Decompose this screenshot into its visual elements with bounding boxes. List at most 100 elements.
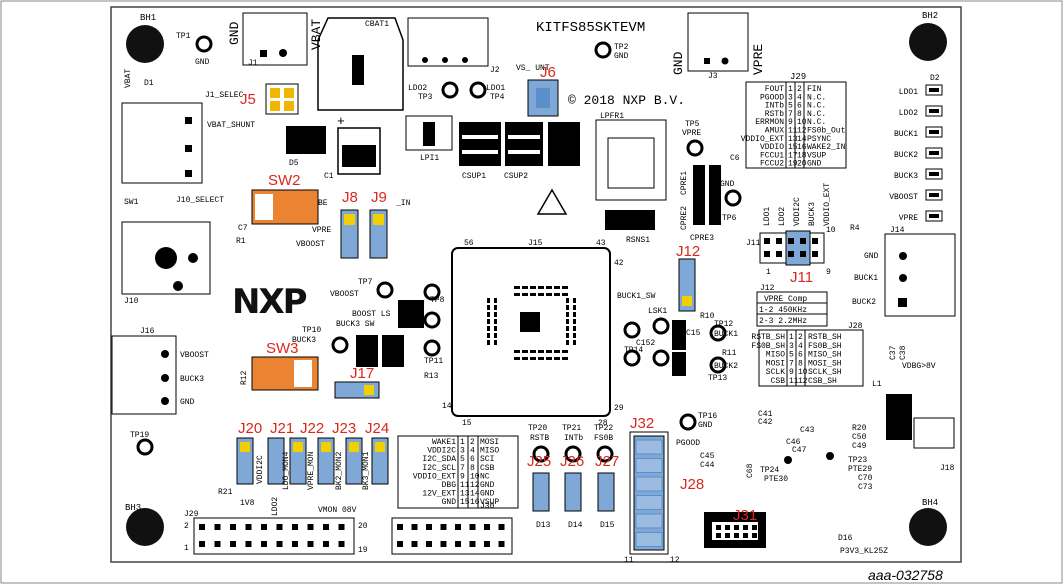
svg-text:BUCK3: BUCK3 <box>180 375 204 384</box>
svg-text:CPRE3: CPRE3 <box>690 234 714 243</box>
j28-left-signal: SCLK <box>766 368 785 377</box>
svg-text:BUCK1: BUCK1 <box>714 330 738 339</box>
led-icon <box>925 126 943 138</box>
svg-text:TP3: TP3 <box>418 93 433 102</box>
svg-text:R21: R21 <box>218 488 233 497</box>
esd-warning-icon <box>536 188 568 215</box>
svg-text:GND: GND <box>864 252 879 261</box>
j11-column-label: LDO2 <box>778 207 787 226</box>
j28-pin-l: 3 <box>789 342 794 351</box>
j29-right-signal: N.C. <box>807 102 826 111</box>
boost-inductor <box>398 300 424 328</box>
d5-diode <box>286 126 326 154</box>
svg-text:LDO2: LDO2 <box>271 497 280 516</box>
bh1-label: BH1 <box>140 13 156 23</box>
j29-pin-l: 19 <box>788 160 798 169</box>
j30-left-signal: 12V_EXT <box>422 490 456 499</box>
j32-callout: J32 <box>630 415 654 432</box>
svg-text:12: 12 <box>670 556 680 565</box>
j3-label: J3 <box>708 72 718 81</box>
svg-text:VBOOST: VBOOST <box>330 290 359 299</box>
j30-left-signal: I2C_SCL <box>422 464 456 473</box>
j31-callout: J31 <box>733 507 757 524</box>
cbat1-label: CBAT1 <box>365 20 389 29</box>
j29-pin-l: 7 <box>788 110 793 119</box>
j29-pin-r: 12 <box>797 127 807 136</box>
j30-right-signal: MOSI <box>480 438 499 447</box>
led-icon <box>925 84 943 96</box>
svg-text:P3V3_KL25Z: P3V3_KL25Z <box>840 547 888 556</box>
svg-text:BUCK2: BUCK2 <box>852 298 876 307</box>
svg-text:GND: GND <box>720 180 735 189</box>
j24-callout: J24 <box>365 420 389 437</box>
j29-pin-r: 4 <box>797 93 802 102</box>
svg-text:VDDI2C: VDDI2C <box>256 455 265 484</box>
svg-text:C73: C73 <box>858 483 873 492</box>
j29-right-signal: WAKE2_IN <box>807 143 846 152</box>
j1-selec-label: J1_SELEC <box>205 91 244 100</box>
svg-text:D15: D15 <box>600 521 615 530</box>
sw1-switch <box>121 102 203 184</box>
j29-left-signal: ERRMON <box>755 118 784 127</box>
svg-text:J11: J11 <box>746 239 761 248</box>
svg-text:TP5: TP5 <box>685 120 700 129</box>
j30-pin-r: 4 <box>470 447 475 456</box>
j15-socket: J15 56 43 42 14 15 28 29 <box>442 239 624 428</box>
j28-right-signal: FS0B_SH <box>808 342 842 351</box>
svg-text:TP24: TP24 <box>760 466 779 475</box>
csup2-capacitor <box>505 122 543 166</box>
svg-text:CSUP2: CSUP2 <box>504 172 528 181</box>
vpre-comp-table: J12 VPRE Comp 1-2 450KHz 2-3 2.2MHz <box>756 284 828 327</box>
tp6-testpoint <box>724 189 742 207</box>
tp9-testpoint <box>423 311 441 329</box>
j22-callout: J22 <box>300 420 324 437</box>
j18-connector <box>913 417 955 449</box>
j28-left-signal: RSTB_SH <box>751 333 785 342</box>
j10-select-label: J10_SELECT <box>176 196 224 205</box>
j29-pin-r: 16 <box>797 143 807 152</box>
csup1-capacitor <box>459 122 501 166</box>
tp1-label: TP1 <box>176 32 191 41</box>
svg-text:VPRE: VPRE <box>751 44 766 75</box>
svg-text:C44: C44 <box>700 461 715 470</box>
j28-pin-l: 9 <box>789 368 794 377</box>
svg-text:1-2 450KHz: 1-2 450KHz <box>759 306 807 315</box>
j28-left-signal: MISO <box>766 351 785 360</box>
led-label-ldo2r: LDO2 <box>899 109 918 118</box>
led-icon <box>925 168 943 180</box>
svg-text:11: 11 <box>624 556 634 565</box>
j20-callout: J20 <box>238 420 262 437</box>
j14-connector <box>884 233 956 317</box>
j29-header: J29 2 1 20 19 <box>184 510 368 555</box>
svg-text:BUCK2: BUCK2 <box>714 362 738 371</box>
board-name: KITFS85SKTEVM <box>536 20 645 36</box>
j28-right-signal: MISO_SH <box>808 351 842 360</box>
j28-left-signal: FS0B_SH <box>751 342 785 351</box>
j30-pin-r: 14 <box>470 490 480 499</box>
j29-pin-r: 10 <box>797 118 807 127</box>
j28-pin-r: 10 <box>798 368 808 377</box>
j29-pin-r: 8 <box>797 110 802 119</box>
svg-text:BK3_MON1: BK3_MON1 <box>362 451 371 490</box>
j28-pin-r: 8 <box>798 359 803 368</box>
bh3-label: BH3 <box>125 503 141 513</box>
svg-text:C43: C43 <box>800 426 815 435</box>
svg-text:1V8: 1V8 <box>240 499 255 508</box>
svg-text:43: 43 <box>596 239 606 248</box>
j28-right-signal: RSTB_SH <box>808 333 842 342</box>
j28-left-signal: CSB <box>771 377 786 386</box>
mounting-holes <box>126 23 947 546</box>
j28-left-signal: MOSI <box>766 359 785 368</box>
bh2-label: BH2 <box>922 11 938 21</box>
j29-left-signal: PGOOD <box>760 93 784 102</box>
j29-pin-r: 2 <box>797 85 802 94</box>
svg-text:RSNS1: RSNS1 <box>626 236 650 245</box>
svg-text:C38: C38 <box>899 345 908 360</box>
svg-text:TP8: TP8 <box>430 296 445 305</box>
svg-text:RSTB: RSTB <box>530 434 549 443</box>
j30-left-signal: GND <box>442 498 457 507</box>
svg-text:VBOOST: VBOOST <box>180 351 209 360</box>
j30-pin-r: 10 <box>470 472 480 481</box>
